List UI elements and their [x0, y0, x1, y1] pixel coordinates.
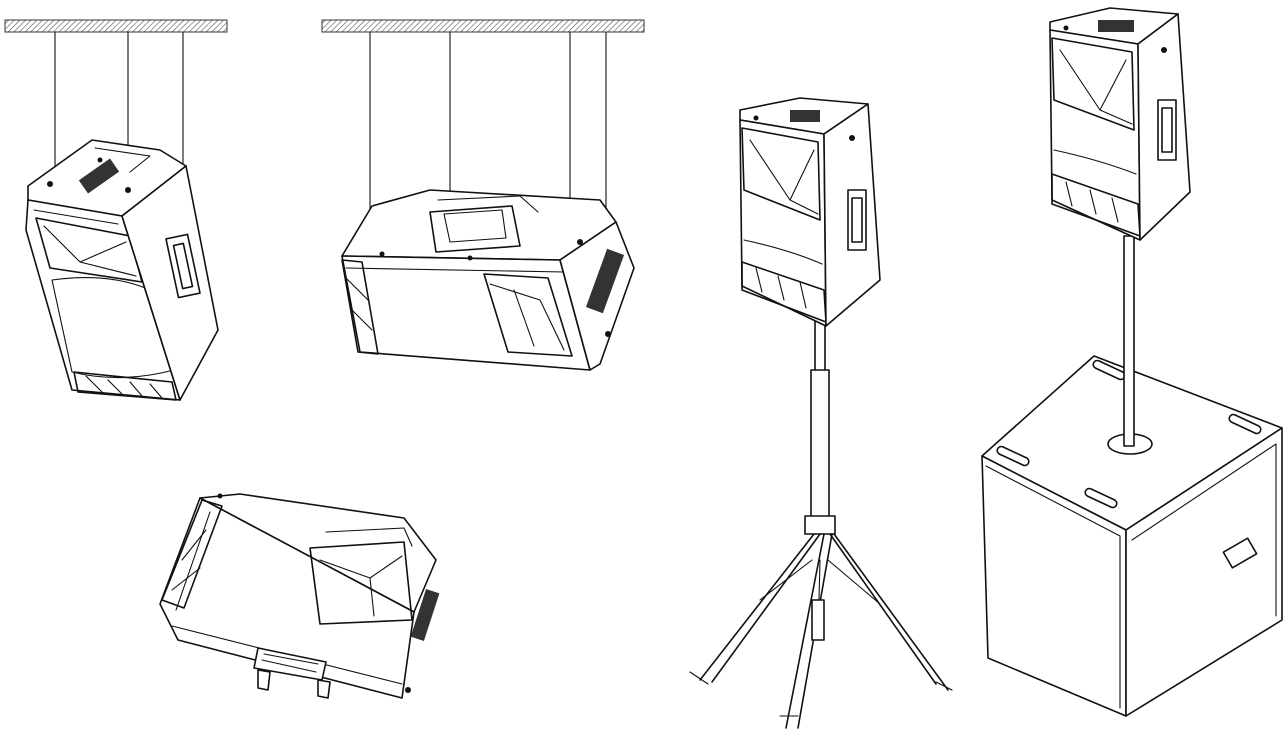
subwoofer-pole — [1123, 235, 1135, 447]
subwoofer-pole-panel — [981, 7, 1283, 717]
flown-vertical-panel — [4, 19, 228, 401]
speaker-cabinet-tripod — [739, 97, 881, 327]
speaker-cabinet-vertical — [25, 139, 219, 401]
side-grille — [585, 248, 625, 314]
suspension-cables-right — [369, 31, 607, 241]
subwoofer-top-slots — [996, 359, 1262, 509]
speaker-cabinet-subwoofer-top — [1049, 7, 1191, 241]
tripod-stand — [689, 319, 953, 729]
subwoofer-handle-right — [1222, 537, 1258, 569]
top-handle-grille — [78, 158, 120, 194]
bottom-ports — [73, 371, 177, 401]
speaker-cabinet-horizontal — [341, 189, 635, 371]
floor-monitor-panel — [159, 493, 440, 699]
ceiling-beam-right — [321, 19, 645, 33]
monitor-side-grille — [410, 589, 440, 641]
tripod-stand-panel — [689, 97, 953, 729]
speaker-cabinet-monitor — [159, 493, 440, 699]
top-handle — [429, 205, 521, 253]
flown-horizontal-panel — [321, 19, 645, 371]
tripod-clamp — [804, 515, 836, 535]
ceiling-beam-left — [4, 19, 228, 33]
